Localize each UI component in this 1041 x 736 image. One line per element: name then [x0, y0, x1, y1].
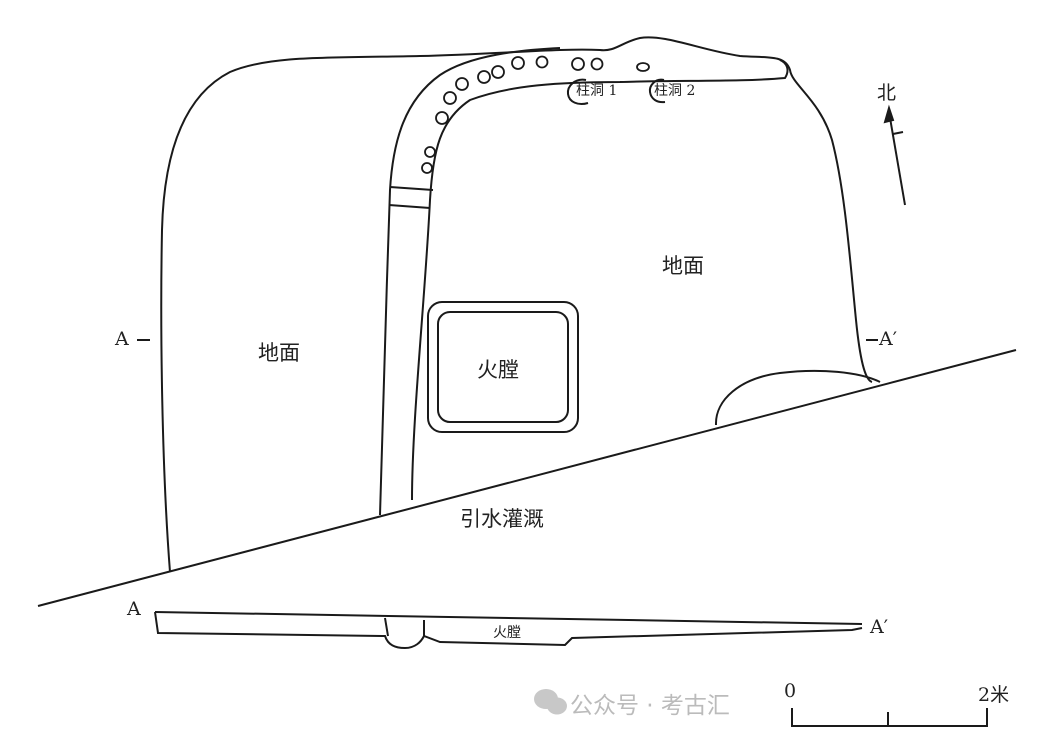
- label-section-a-prime: A′: [879, 328, 898, 350]
- label-section-a: A: [115, 328, 129, 350]
- channel-stones: [421, 55, 650, 174]
- north-arrow: [883, 104, 906, 206]
- label-fire-pit: 火膛: [477, 358, 519, 382]
- scale-bar: [791, 708, 988, 727]
- channel-inner-edge: [411, 59, 789, 501]
- label-posthole-2: 柱洞 2: [654, 83, 696, 99]
- slope-line: [37, 349, 1017, 607]
- label-floor-right: 地面: [662, 254, 704, 278]
- scale-end: 2米: [978, 684, 1010, 706]
- posthole-1: [566, 78, 589, 105]
- channel-outer-edge: [379, 47, 561, 516]
- channel-crossbar: [389, 186, 434, 191]
- label-channel: 引水灌溉: [460, 507, 544, 531]
- posthole-2: [648, 78, 666, 104]
- scale-start: 0: [784, 680, 797, 702]
- fire-pit-inner: [437, 311, 569, 423]
- section-label-fire-pit: 火膛: [493, 625, 521, 641]
- label-north: 北: [877, 82, 897, 104]
- section-label-a: A: [127, 598, 141, 620]
- label-posthole-1: 柱洞 1: [576, 83, 618, 99]
- section-label-a-prime: A′: [870, 616, 889, 638]
- wechat-icon: [534, 689, 567, 715]
- section-profile: [154, 611, 863, 650]
- watermark: 公众号 · 考古汇: [570, 693, 730, 719]
- house-outline: [160, 36, 873, 573]
- channel-crossbar: [388, 204, 431, 209]
- mound: [714, 369, 881, 426]
- fire-pit-outer: [427, 301, 579, 433]
- label-floor-left: 地面: [258, 341, 300, 365]
